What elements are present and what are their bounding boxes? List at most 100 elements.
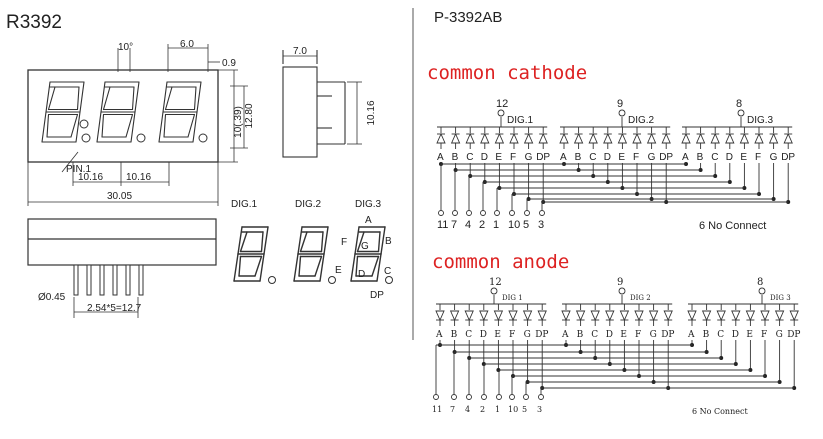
diode-3-f [754,132,764,144]
segment-label-1-d: D [481,152,488,163]
small-digit-3-segment [355,255,359,277]
segment-label-1-e: E [495,152,502,163]
diode-2-g [646,132,657,144]
common-pin-1 [490,287,498,295]
seg-letter-f: F [341,237,347,248]
small-digit-1-segment [238,255,242,277]
segment-label-2-c: C [591,330,598,340]
diode-1-c [464,310,474,322]
bottom-pin-6 [138,264,144,296]
common-pin-number-3: 8 [736,98,742,110]
segment-label-2-a: A [560,152,567,163]
diode-3-c [716,310,726,322]
front-digit-2-segment [125,113,134,138]
segment-label-1-d: D [480,330,487,340]
small-digit-2-segment [320,231,324,253]
diode-1-d [480,132,490,144]
bottom-pin-marker [509,210,515,216]
seg-letter-c: C [384,266,391,277]
bottom-pin-marker [496,394,502,400]
small-digit-1-segment [239,231,248,253]
diode-3-dp [789,310,799,322]
small-digit-1-segment [237,226,243,255]
front-digit-3-segment [163,113,167,138]
small-digit-2-segment [293,253,299,282]
bottom-pin-number: 10 [508,219,520,231]
front-digit-1-segment [79,81,85,113]
small-digit-3-segment [371,255,380,277]
diode-1-g [523,132,534,144]
segment-label-1-dp: DP [536,152,550,163]
bottom-view [27,218,217,266]
seg-letter-d: D [358,269,365,280]
dim-side-depth: 7.0 [293,46,307,57]
diode-1-dp [537,310,547,322]
front-digit-3-segment [164,86,173,111]
segment-label-3-dp: DP [787,330,800,340]
digit-label-1: DIG.1 [231,199,258,210]
bottom-pin-number: 4 [465,219,471,231]
bottom-pin-marker [438,210,444,216]
segment-label-3-c: C [711,152,718,163]
bottom-pin-number: 5 [522,405,527,414]
segment-label-3-dp: DP [781,152,795,163]
front-digit-2-segment [96,111,102,143]
pitch-dimension-lines [27,162,219,206]
dim-pitch-1: 10.16 [78,172,103,183]
cathode-heading: common cathode [427,62,587,84]
common-pin-3 [758,287,766,295]
diode-2-d [603,132,613,144]
segment-label-1-g: G [525,152,533,163]
segment-label-2-c: C [589,152,596,163]
small-digit-1-segment [260,231,264,253]
diode-1-dp [538,132,548,144]
segment-label-1-a: A [435,330,443,340]
front-digit-1-segment [75,111,81,143]
segment-label-2-d: D [606,330,613,340]
digit-label-3: DIG 3 [770,294,791,302]
bottom-pin-marker [466,394,472,400]
segment-label-3-f: F [755,152,761,163]
segment-label-2-a: A [561,330,569,340]
segment-label-2-b: B [577,330,584,340]
small-digit-3-segment [350,253,356,282]
small-digit-1-segment [254,255,263,277]
small-digit-3-segment [377,231,381,253]
small-digit-2-segment [314,255,323,277]
segment-label-3-f: F [761,330,767,340]
diode-2-f [634,310,644,322]
bottom-pin-marker [481,394,487,400]
segment-label-2-f: F [635,330,641,340]
segment-label-3-b: B [703,330,710,340]
front-digit-1-segment [41,111,47,143]
diode-2-a [559,132,569,144]
small-digit-1-segment [263,226,269,255]
front-digit-2-segment [100,81,106,113]
diode-2-c [590,310,600,322]
front-digit-2-segment [131,86,135,111]
digit-label-2: DIG.2 [628,115,655,126]
diode-3-d [731,310,741,322]
top-dimension-lines [117,44,248,163]
small-digit-1-segment [233,253,239,282]
segment-label-3-a: A [682,152,689,163]
digit-pictures [233,226,393,284]
front-digit-1-dp [81,133,91,143]
bottom-pin-1 [73,264,79,296]
dim-pin-dia: Ø0.45 [38,292,66,303]
digit-label-3: DIG.3 [747,115,774,126]
front-digit-3-segment [158,111,164,143]
small-digit-2-segment [298,255,302,277]
segment-label-1-dp: DP [535,330,548,340]
bottom-pin-4 [112,264,118,296]
segment-label-2-d: D [604,152,611,163]
seg-letter-g: G [361,241,369,252]
anode-heading: common anode [432,251,569,273]
bottom-pin-number: 1 [495,405,500,414]
dim-height-inner: 10(.39) [233,106,244,138]
cathode-note: 6 No Connect [699,220,766,232]
bottom-pin-marker [539,210,545,216]
diode-1-c [465,132,475,144]
front-view-digits [41,81,208,143]
